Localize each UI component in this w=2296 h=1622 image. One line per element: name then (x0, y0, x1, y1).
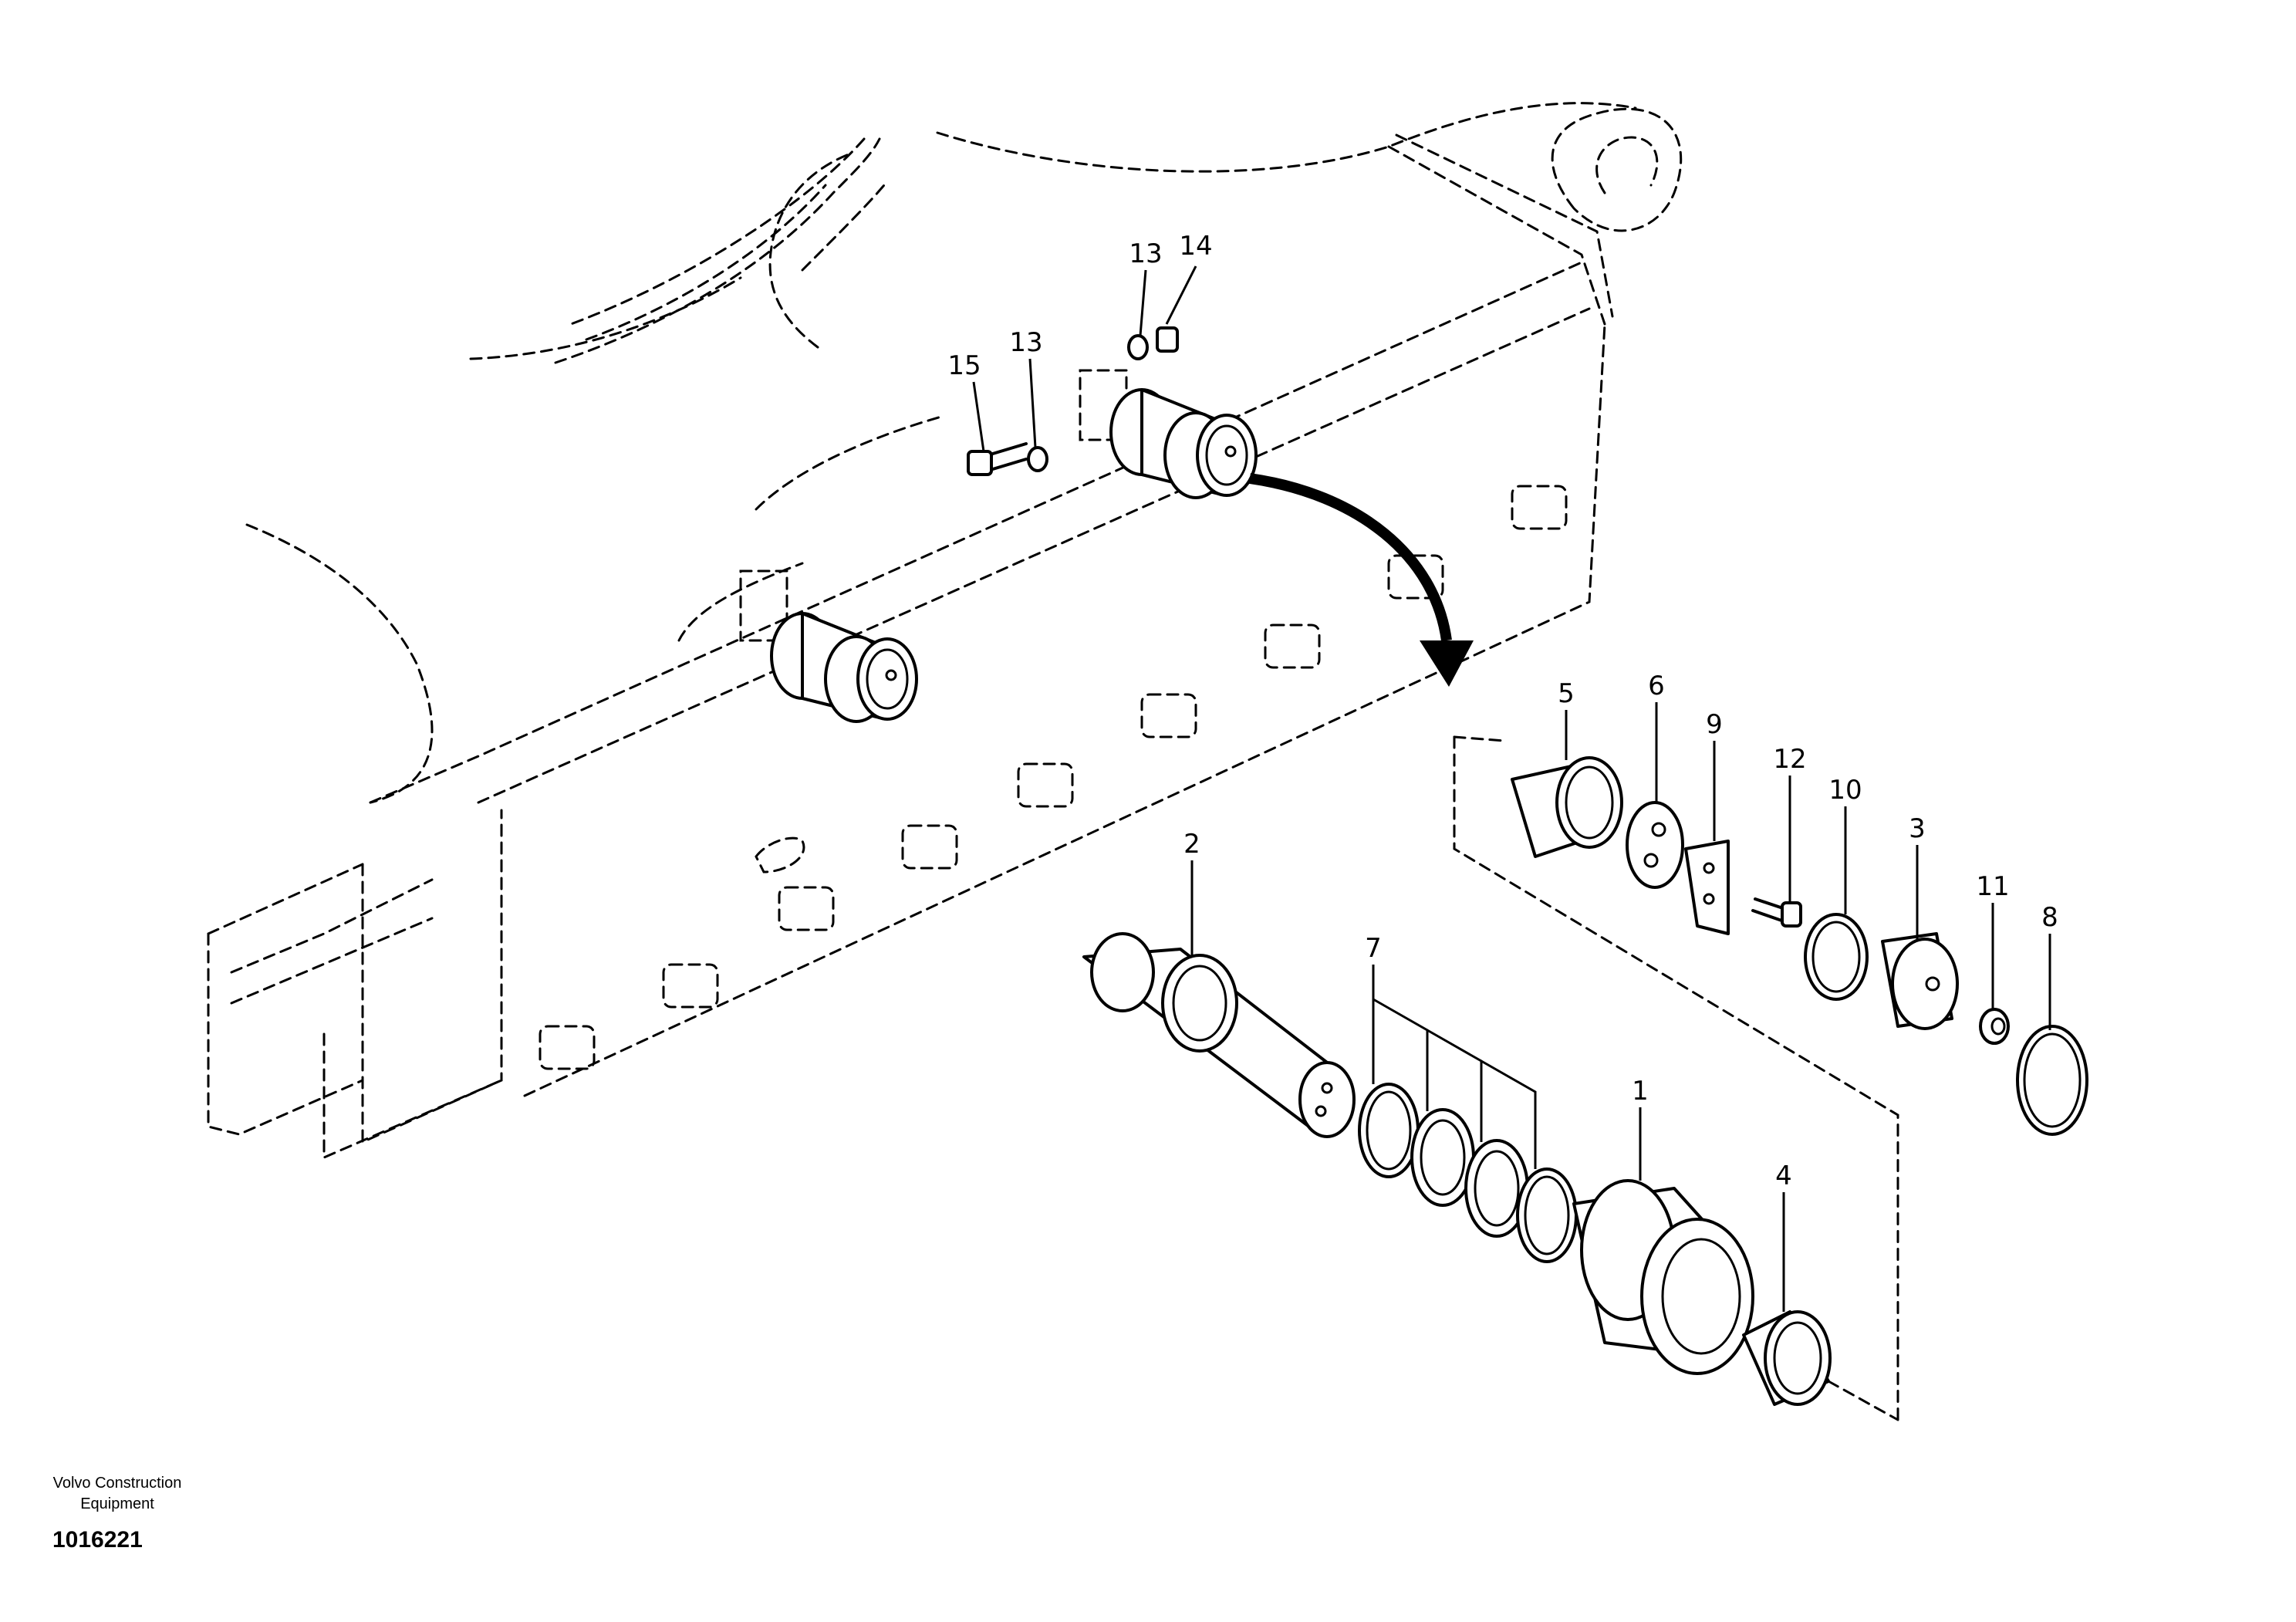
exploded-view-arrow (1249, 473, 1474, 687)
credit-line-1: Volvo Construction (53, 1475, 182, 1492)
callout-7: 7 (1365, 933, 1382, 964)
callout-8: 8 (2041, 902, 2058, 933)
callout-3: 3 (1909, 813, 1926, 844)
drawing-number: 1016221 (52, 1527, 143, 1553)
callout-14: 14 (1179, 231, 1212, 262)
callout-5: 5 (1558, 678, 1575, 709)
callout-10: 10 (1828, 775, 1862, 806)
callout-11: 11 (1976, 871, 2009, 902)
leader-lines (972, 265, 2051, 1312)
mounting-fasteners (967, 326, 1179, 476)
callout-1: 1 (1632, 1076, 1649, 1107)
callout-15: 15 (947, 350, 981, 381)
callout-9: 9 (1706, 709, 1723, 740)
track-links (539, 485, 1568, 1070)
callout-12: 12 (1773, 744, 1806, 775)
callout-6: 6 (1648, 671, 1665, 701)
credit-line-2: Equipment (80, 1495, 154, 1512)
callout-2: 2 (1183, 829, 1200, 860)
callout-13-upper: 13 (1129, 238, 1162, 269)
callout-numbers: 5 6 9 12 10 3 11 8 2 7 1 4 15 13 13 14 (947, 231, 2058, 1191)
drawing-footer: Volvo Construction Equipment 1016221 (52, 1475, 181, 1553)
mounted-carrier-roller-front (1079, 369, 1258, 499)
mounted-carrier-roller-rear (739, 569, 918, 723)
track-frame-outline (207, 102, 1683, 1160)
exploded-parts-group-lower (1082, 932, 1899, 1421)
callout-13-lower: 13 (1009, 327, 1042, 358)
exploded-parts-group-upper (1453, 735, 2088, 1421)
callout-4: 4 (1775, 1161, 1792, 1191)
